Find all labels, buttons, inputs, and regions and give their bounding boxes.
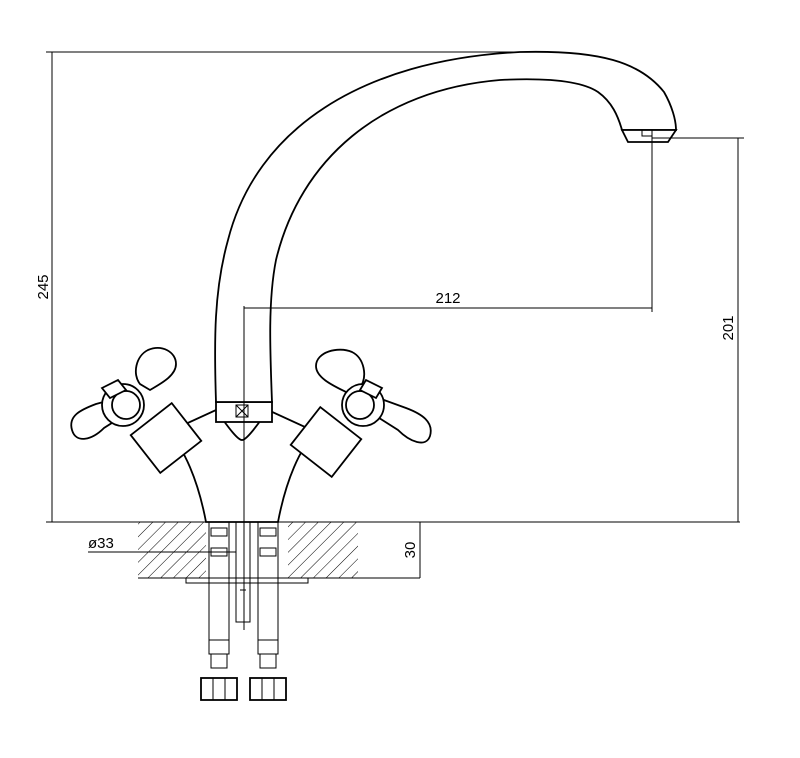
deck-thickness-label: 30	[402, 542, 419, 559]
spout-reach-label: 212	[435, 290, 460, 307]
spout-height-label: 201	[720, 315, 737, 340]
right-valve	[289, 348, 432, 479]
total-height-label: 245	[35, 274, 52, 299]
spout	[214, 50, 677, 403]
dimension-spout-reach: 212	[244, 136, 653, 312]
right-hose	[249, 521, 287, 701]
mounting-deck	[138, 522, 420, 584]
dimension-mount-diameter: ø33	[88, 535, 236, 553]
left-valve	[70, 347, 203, 475]
dimension-deck-thickness: 30	[358, 521, 426, 578]
dimension-spout-height: 201	[652, 137, 744, 522]
mount-diameter-label: ø33	[88, 535, 114, 552]
